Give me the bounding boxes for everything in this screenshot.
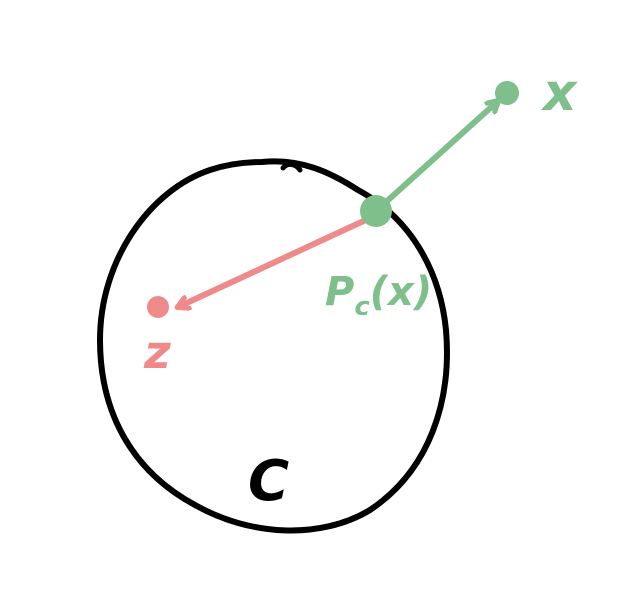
label-set-c: C — [248, 449, 289, 514]
label-x: x — [540, 63, 578, 123]
point-z — [147, 296, 169, 318]
label-projection: Pc(x) — [325, 269, 432, 322]
outline-nick — [280, 161, 303, 173]
label-projection-sub: c — [354, 292, 370, 322]
label-z: z — [143, 325, 171, 379]
label-projection-arg: (x) — [370, 269, 432, 315]
arrow-to-x — [373, 101, 498, 214]
arrow-to-z — [178, 215, 373, 307]
projection-point — [360, 195, 392, 227]
label-projection-main: P — [325, 269, 354, 315]
convex-set-outline — [97, 158, 450, 534]
point-x — [495, 81, 519, 105]
